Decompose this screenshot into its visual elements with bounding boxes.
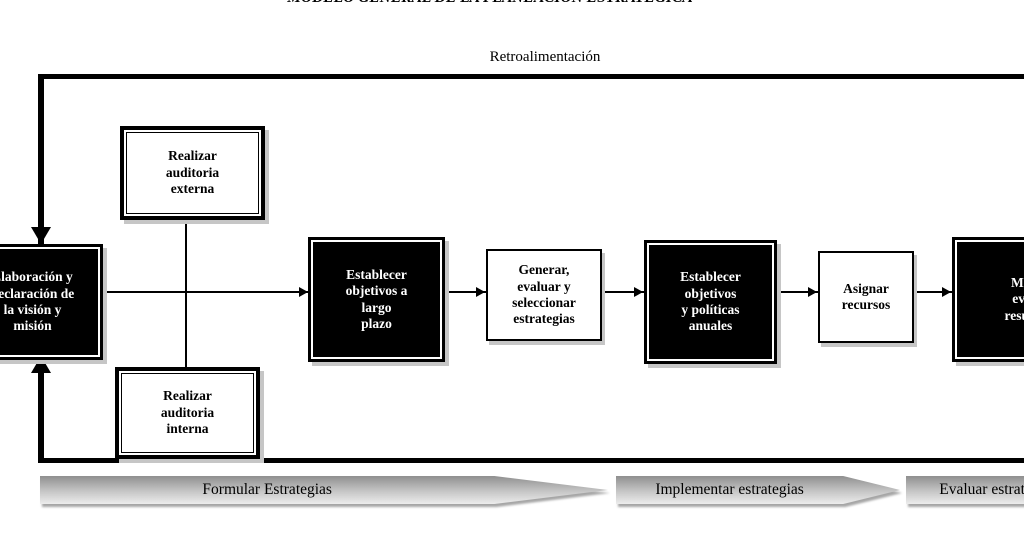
long-term-objectives-box: Establecer objetivos a largo plazo [308, 237, 445, 362]
assign-resources-box: Asignar recursos [818, 251, 914, 343]
feedback-loop-bottom-line [40, 458, 1024, 463]
stage-banner-evaluate: Evaluar estrategias [906, 476, 1024, 504]
feedback-loop-top-line [40, 74, 1024, 79]
implement-arrow-shape: Implementar estrategias [616, 476, 900, 504]
measure-evaluate-results-box: Medir y evaluar resultados [952, 237, 1024, 362]
stage-banner-implement: Implementar estrategias [616, 476, 900, 504]
feedback-label: Retroalimentación [489, 49, 601, 65]
evaluate-arrow-shape: Evaluar estrategias [906, 476, 1024, 504]
flow-arrowhead-icon [476, 287, 485, 297]
generate-select-strategies-box: Generar, evaluar y seleccionar estrategi… [486, 249, 602, 341]
feedback-arrow-up-icon [31, 356, 51, 373]
flow-arrowhead-icon [299, 287, 308, 297]
stage-banner-formulate: Formular Estrategias [40, 476, 608, 504]
page-title: MODELO GENERAL DE LA PLANEACIÓN ESTRATÉG… [0, 0, 980, 7]
formulate-arrow-shape: Formular Estrategias [40, 476, 608, 504]
stage-banner-label: Evaluar estrategias [939, 481, 1024, 498]
internal-audit-box: Realizar auditoria interna [115, 367, 260, 459]
vision-mission-box: Elaboración y declaración de la visión y… [0, 244, 103, 360]
feedback-arrow-down-icon [31, 227, 51, 244]
annual-objectives-policies-box: Establecer objetivos y políticas anuales [644, 240, 777, 364]
flow-arrowhead-icon [808, 287, 817, 297]
stage-banner-label: Formular Estrategias [202, 481, 332, 498]
flow-arrowhead-icon [634, 287, 643, 297]
external-audit-box: Realizar auditoria externa [120, 126, 265, 220]
audit-connector-line [185, 212, 187, 368]
flow-arrowhead-icon [942, 287, 951, 297]
stage-banner-label: Implementar estrategias [655, 481, 804, 498]
